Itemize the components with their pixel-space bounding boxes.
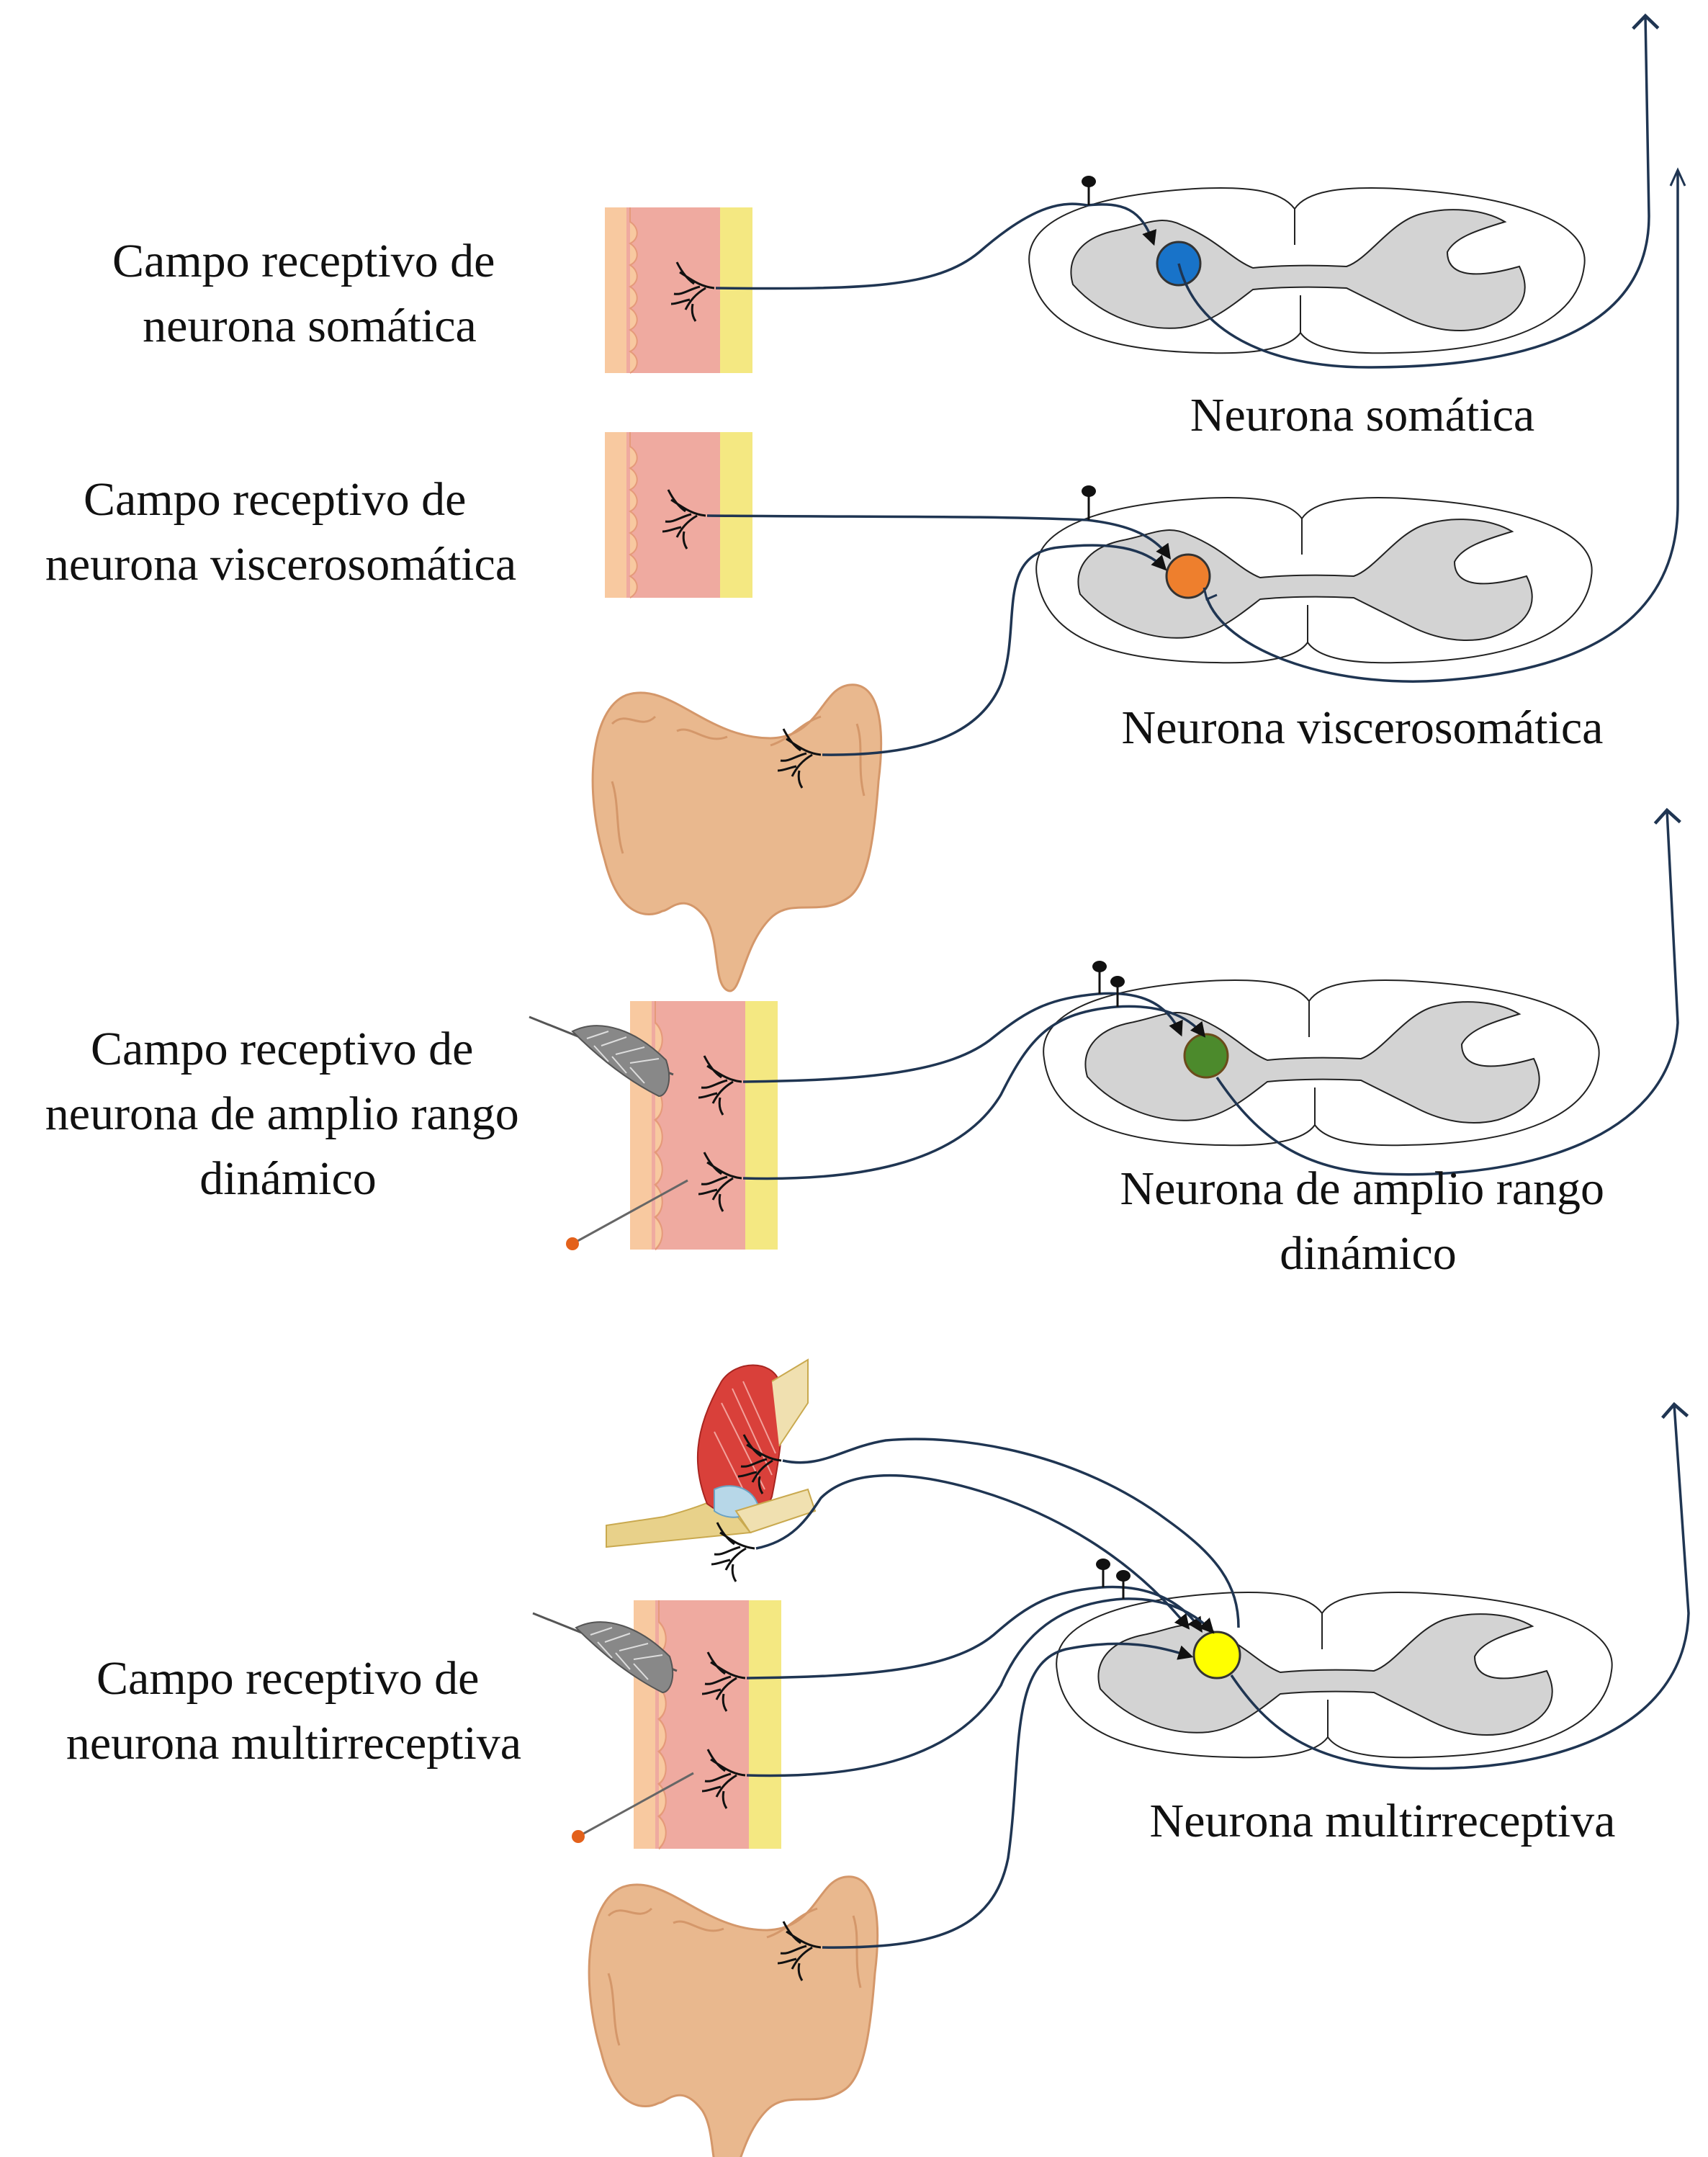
afferent-fiber-touch: [742, 992, 1183, 1083]
skin-section-icon: [632, 1599, 783, 1850]
dorsal-root-ganglion-icon: [1110, 976, 1125, 987]
afferent-fiber-pain: [746, 1597, 1215, 1777]
visceral-afferent-fiber: [822, 1642, 1194, 1949]
ascending-tract: [1205, 173, 1679, 683]
dorsal-root-ganglion-icon: [1092, 961, 1107, 972]
arrow-up-icon: [1669, 167, 1686, 187]
muscle-afferent-fiber: [782, 1438, 1240, 1628]
ascending-tract: [1230, 1402, 1690, 1770]
afferent-fiber-pain: [742, 1005, 1206, 1180]
neuron-multireceptive-icon: [1192, 1631, 1241, 1680]
afferent-fiber: [706, 514, 1172, 560]
colon-icon: [591, 683, 883, 992]
panel-wide-dynamic-range: Campo receptivo de neurona de amplio ran…: [45, 807, 1681, 1280]
field-label-viscerosomatic: Campo receptivo de neurona viscerosomáti…: [45, 473, 516, 591]
colon-icon: [588, 1875, 879, 2157]
neuron-label-somatic: Neurona somática: [1190, 389, 1534, 441]
spinal-cord-icon: [1035, 497, 1593, 664]
skin-section-icon: [629, 1000, 779, 1251]
neuron-wdr-icon: [1183, 1033, 1229, 1079]
spinal-cord-icon: [1043, 979, 1600, 1147]
field-label-wdr: Campo receptivo de neurona de amplio ran…: [45, 1023, 531, 1205]
ascending-tract: [1177, 13, 1660, 369]
neuron-label-wdr: Neurona de amplio rango dinámico: [1120, 1162, 1616, 1280]
dorsal-root-ganglion-icon: [1096, 1559, 1110, 1570]
panel-multireceptive: Campo receptivo de neurona multirrecepti…: [66, 1359, 1690, 2157]
arrow-icon: [1203, 587, 1218, 601]
afferent-fiber-touch: [746, 1585, 1203, 1680]
dorsal-root-ganglion-icon: [1082, 485, 1096, 497]
neuron-label-multireceptive: Neurona multirreceptiva: [1150, 1795, 1616, 1847]
field-label-multireceptive: Campo receptivo de neurona multirrecepti…: [66, 1652, 521, 1770]
dorsal-root-ganglion-icon: [1082, 176, 1096, 187]
visceral-afferent-fiber: [822, 544, 1167, 756]
field-label-somatic: Campo receptivo de neurona somática: [112, 235, 507, 352]
neuron-viscerosomatic-icon: [1165, 553, 1211, 599]
spinal-cord-icon: [1028, 187, 1586, 354]
panel-viscerosomatic: Campo receptivo de neurona viscerosomáti…: [45, 167, 1686, 992]
dorsal-root-ganglion-icon: [1116, 1570, 1131, 1582]
neuron-label-viscerosomatic: Neurona viscerosomática: [1122, 701, 1604, 754]
panel-somatic: Campo receptivo de neurona somática Neur…: [112, 13, 1660, 441]
skin-section-icon: [604, 207, 753, 374]
joint-afferent-fiber: [755, 1474, 1190, 1630]
ascending-tract: [1215, 807, 1681, 1176]
spinal-cord-icon: [1056, 1592, 1613, 1759]
afferent-fiber: [715, 202, 1157, 290]
muscle-joint-icon: [606, 1359, 816, 1548]
